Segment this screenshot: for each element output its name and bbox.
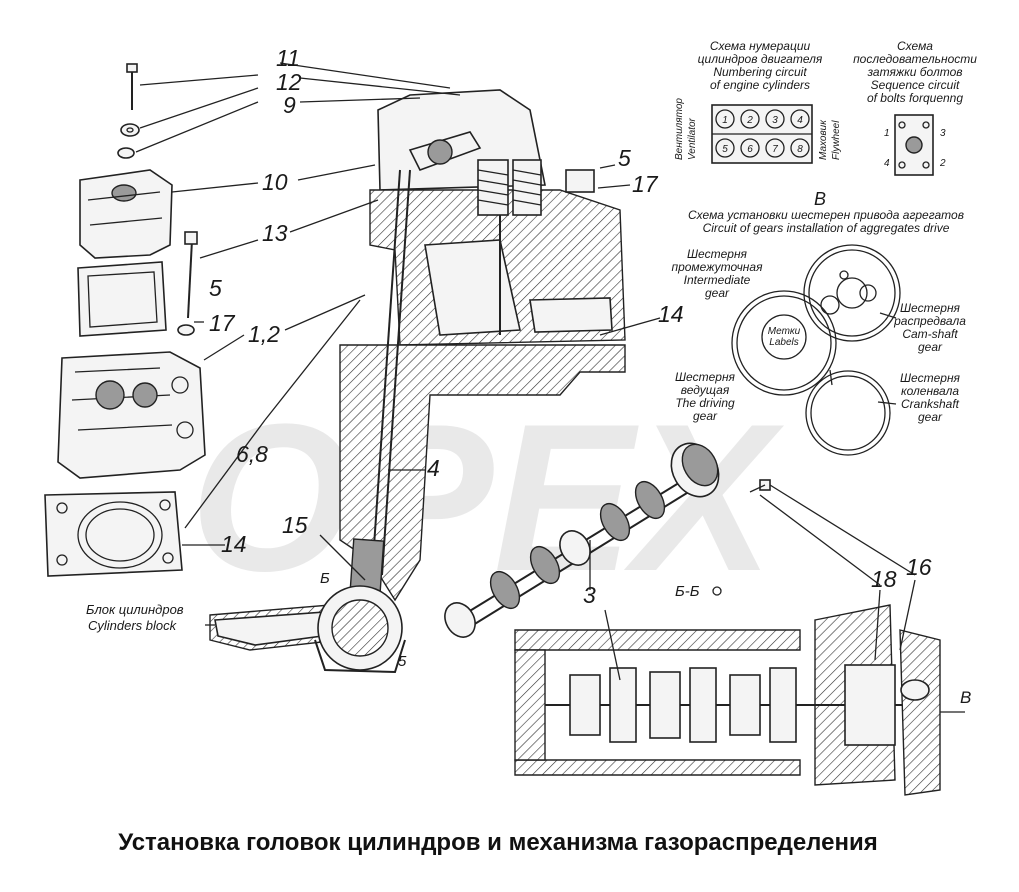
cylinder-cell xyxy=(790,138,810,158)
svg-text:ведущая: ведущая xyxy=(681,383,730,397)
svg-text:Шестерня: Шестерня xyxy=(687,247,748,261)
svg-text:1: 1 xyxy=(884,128,890,139)
svg-text:Labels: Labels xyxy=(769,337,798,348)
callout-5-bottom: 5 xyxy=(398,653,407,670)
svg-text:Crankshaft: Crankshaft xyxy=(901,397,960,411)
svg-text:цилиндров двигателя: цилиндров двигателя xyxy=(698,52,823,66)
cylinder-number: 4 xyxy=(797,115,803,126)
svg-text:4: 4 xyxy=(884,158,890,169)
svg-text:Схема: Схема xyxy=(897,39,933,53)
callout-5-top: 5 xyxy=(618,145,631,171)
svg-text:Шестерня: Шестерня xyxy=(900,371,961,385)
svg-text:Шестерня: Шестерня xyxy=(675,370,736,384)
callout-14-left: 14 xyxy=(221,531,247,557)
svg-text:коленвала: коленвала xyxy=(901,384,959,398)
cylinder-cell xyxy=(715,138,735,158)
callout-14-right: 14 xyxy=(658,301,684,327)
cylinder-number: 3 xyxy=(772,115,778,126)
head-section xyxy=(209,89,626,674)
cylinder-number: 1 xyxy=(722,115,728,126)
callout-16: 16 xyxy=(906,554,932,580)
svg-text:Маховик: Маховик xyxy=(818,119,829,160)
cylinder-cell xyxy=(790,109,810,129)
numbering-scheme: Схема нумерации цилиндров двигателя Numb… xyxy=(674,39,842,164)
callout-9: 9 xyxy=(283,92,296,118)
svg-text:Numbering circuit: Numbering circuit xyxy=(713,65,807,79)
svg-text:Intermediate: Intermediate xyxy=(684,273,751,287)
callout-17-top: 17 xyxy=(632,171,659,197)
callout-13: 13 xyxy=(262,220,288,246)
callout-section-mark: Б xyxy=(320,570,330,587)
callout-1-2: 1,2 xyxy=(248,321,280,347)
cylinder-cell xyxy=(715,109,735,129)
block-label: Блок цилиндров Cylinders block xyxy=(86,602,184,633)
callouts: 11 12 9 10 13 5 17 1,2 6,8 14 15 4 5 17 … xyxy=(209,45,971,707)
svg-text:Cylinders block: Cylinders block xyxy=(88,618,178,633)
svg-text:gear: gear xyxy=(705,286,730,300)
cylinder-number: 6 xyxy=(747,144,753,155)
section-bb xyxy=(514,604,941,796)
svg-text:Circuit of gears installation: Circuit of gears installation of aggrega… xyxy=(703,221,950,235)
exploded-parts xyxy=(44,63,206,577)
svg-text:Cam-shaft: Cam-shaft xyxy=(902,327,958,341)
cylinder-number: 7 xyxy=(772,144,778,155)
svg-text:The driving: The driving xyxy=(675,396,735,410)
cylinder-cell xyxy=(740,109,760,129)
torque-scheme: Схема последовательности затяжки болтов … xyxy=(853,39,977,176)
cylinder-number: 8 xyxy=(797,144,803,155)
svg-text:gear: gear xyxy=(918,410,943,424)
cylinder-number: 5 xyxy=(722,144,728,155)
svg-text:распредвала: распредвала xyxy=(893,314,966,328)
page-title: Установка головок цилиндров и механизма … xyxy=(118,829,877,856)
svg-text:Вентилятор: Вентилятор xyxy=(674,98,685,160)
cylinder-cell xyxy=(740,138,760,158)
cylinder-number: 2 xyxy=(746,115,753,126)
svg-text:Блок цилиндров: Блок цилиндров xyxy=(86,602,184,617)
cylinder-cell xyxy=(765,109,785,129)
gears-scheme: В Схема установки шестерен привода агрег… xyxy=(671,189,966,456)
callout-10: 10 xyxy=(262,169,288,195)
svg-text:Flywheel: Flywheel xyxy=(831,120,842,160)
svg-text:затяжки болтов: затяжки болтов xyxy=(866,65,962,79)
callout-3: 3 xyxy=(583,582,596,608)
svg-text:Схема установки шестерен приво: Схема установки шестерен привода агрегат… xyxy=(688,208,964,222)
callout-12: 12 xyxy=(276,69,302,95)
callout-18: 18 xyxy=(871,566,897,592)
svg-text:of bolts forquenng: of bolts forquenng xyxy=(867,91,963,105)
callout-11: 11 xyxy=(276,45,300,71)
callout-17-left: 17 xyxy=(209,310,236,336)
svg-text:3: 3 xyxy=(940,128,946,139)
svg-text:Метки: Метки xyxy=(768,326,801,337)
svg-text:последовательности: последовательности xyxy=(853,52,977,66)
camshaft xyxy=(444,442,771,638)
callout-6-8: 6,8 xyxy=(236,441,268,467)
watermark: OPEX xyxy=(190,380,784,615)
svg-text:gear: gear xyxy=(693,409,718,423)
svg-text:Sequence circuit: Sequence circuit xyxy=(871,78,960,92)
callout-5-left: 5 xyxy=(209,275,222,301)
cylinder-cell xyxy=(765,138,785,158)
svg-text:2: 2 xyxy=(939,158,946,169)
svg-text:Ventilator: Ventilator xyxy=(687,117,698,160)
callout-4: 4 xyxy=(427,455,440,481)
svg-text:Схема нумерации: Схема нумерации xyxy=(710,39,811,53)
leader-lines xyxy=(135,62,965,713)
svg-text:of engine cylinders: of engine cylinders xyxy=(710,78,810,92)
section-bb-label: Б-Б xyxy=(675,583,700,600)
svg-text:Шестерня: Шестерня xyxy=(900,301,961,315)
svg-text:В: В xyxy=(814,189,826,209)
svg-text:gear: gear xyxy=(918,340,943,354)
callout-15: 15 xyxy=(282,512,308,538)
svg-text:промежуточная: промежуточная xyxy=(671,260,763,274)
view-b-label: В xyxy=(960,688,971,707)
